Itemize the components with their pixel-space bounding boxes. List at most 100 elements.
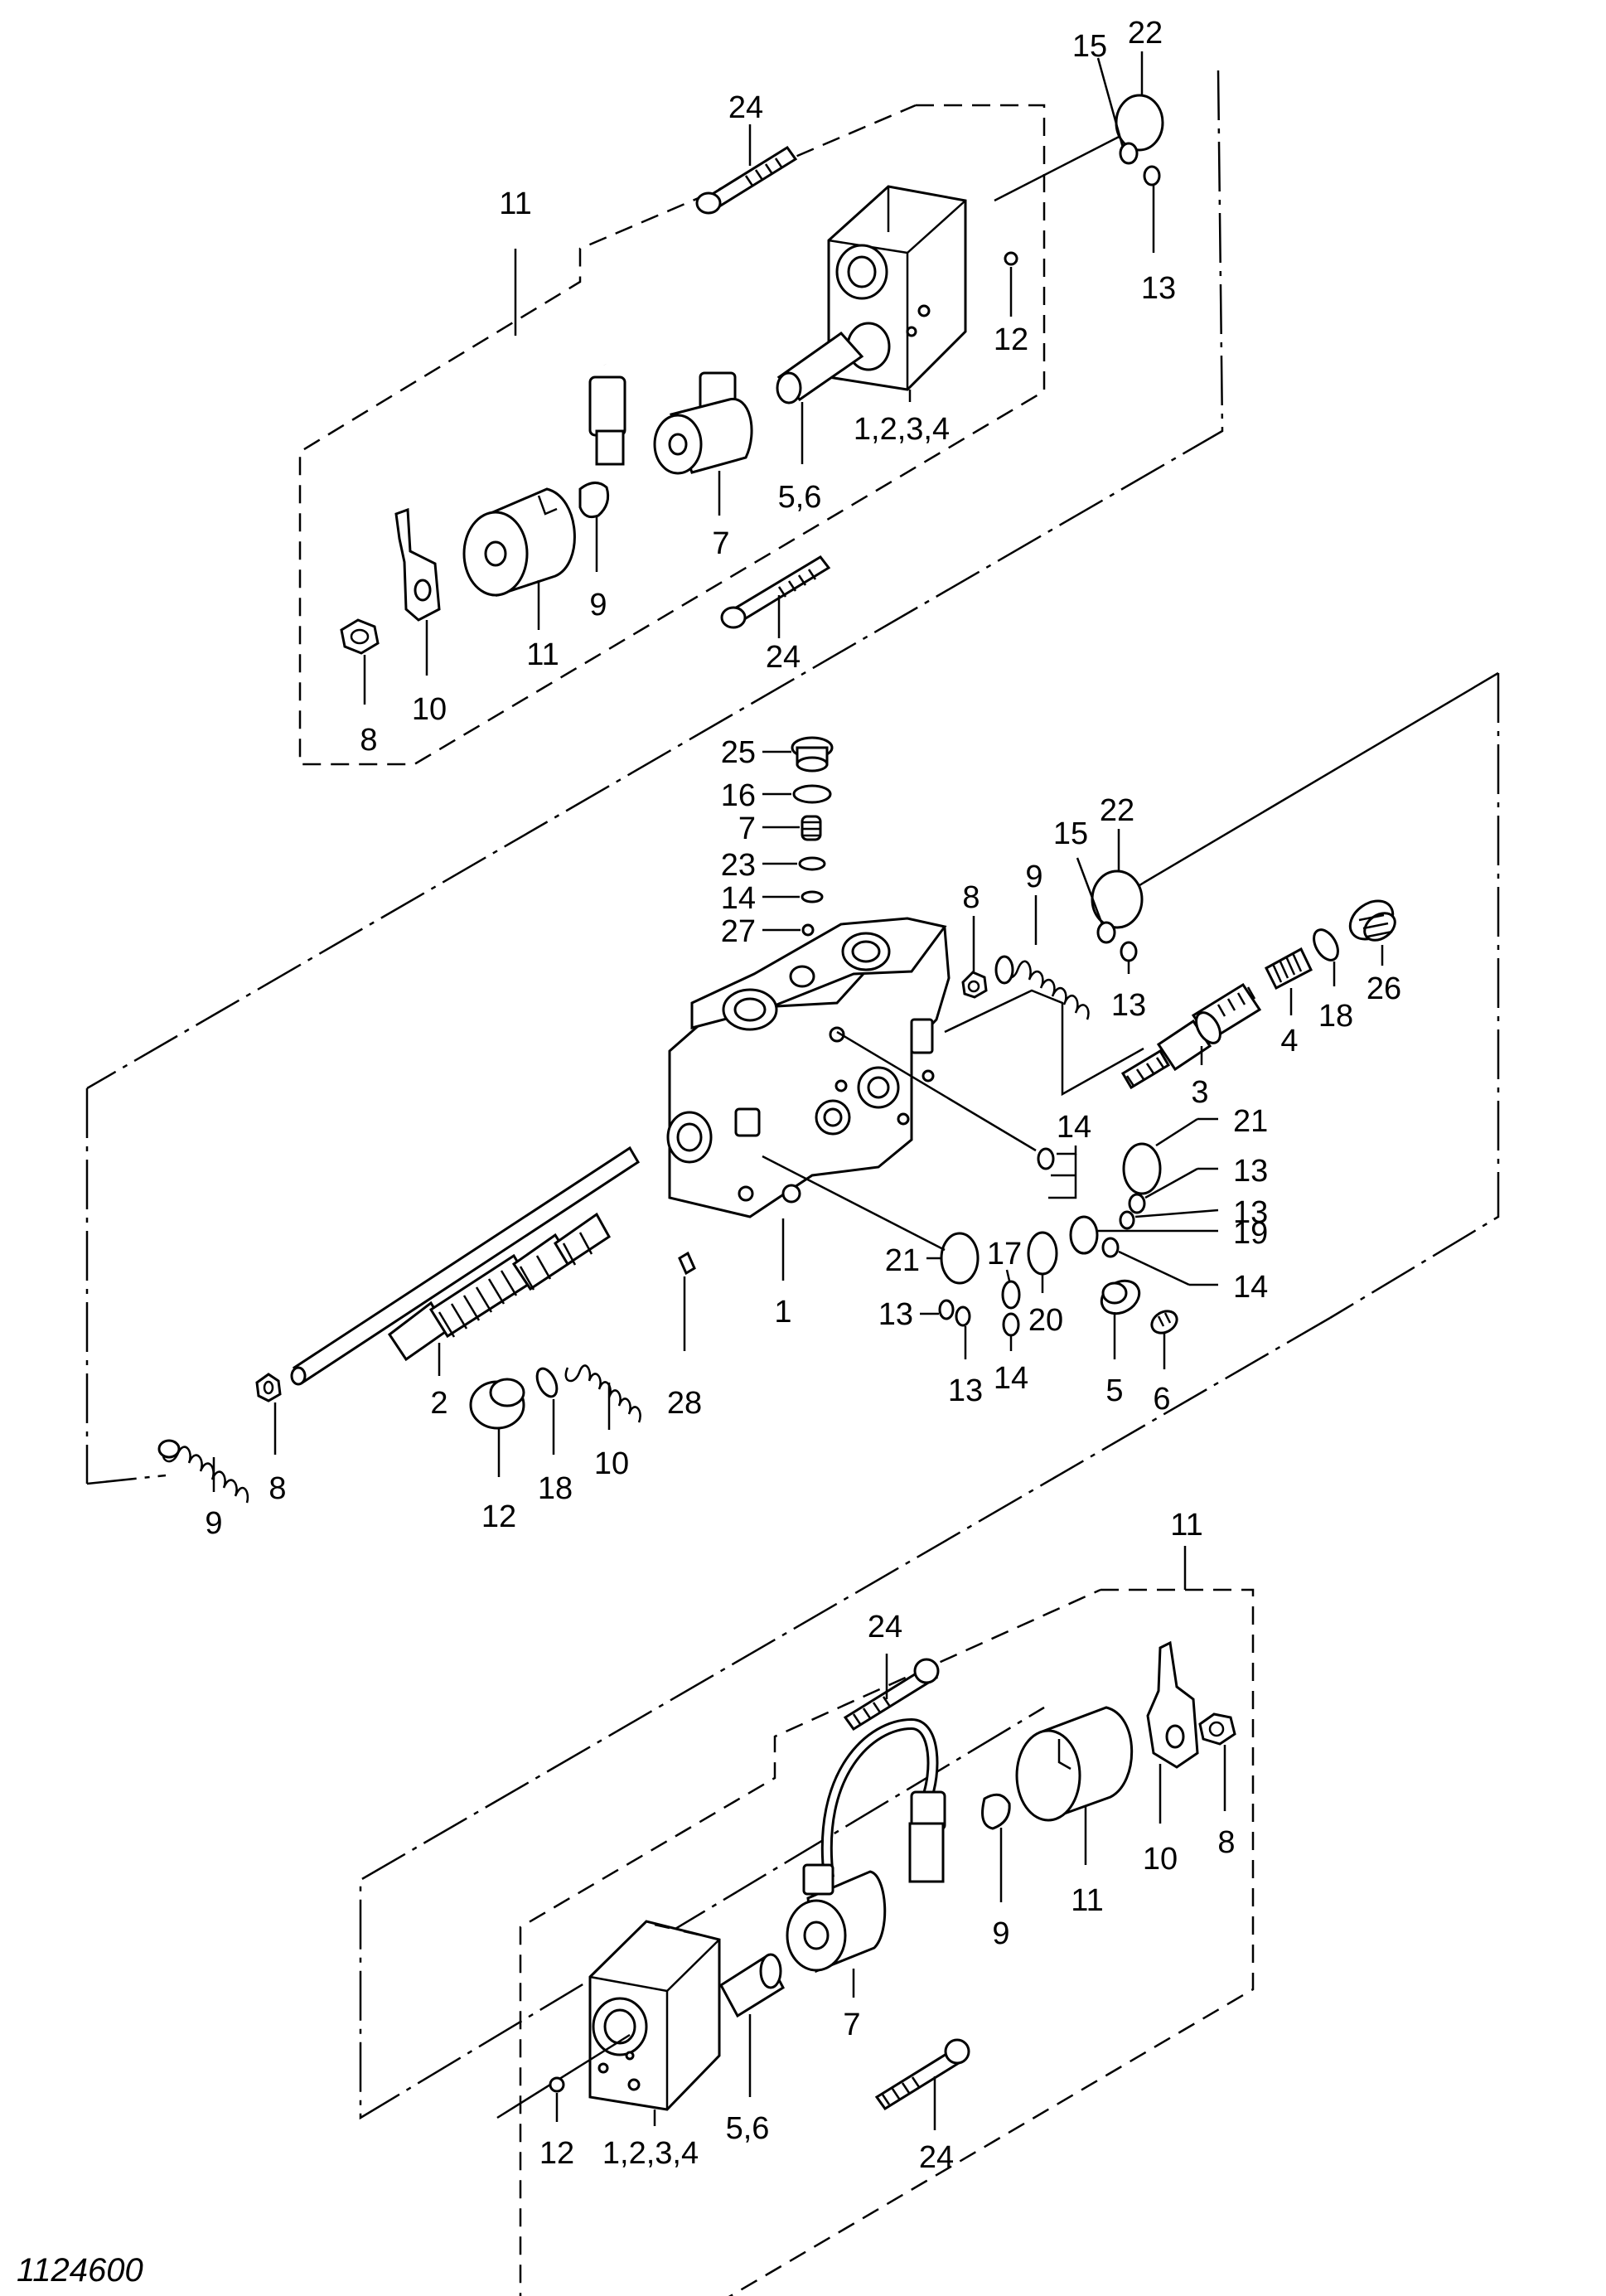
callout-spool-4: 4: [1280, 1024, 1298, 1058]
bolt-bottom-assembly-bottom: [874, 2038, 970, 2111]
valve-body-bottom: [588, 1920, 721, 2111]
ring-23: [798, 856, 826, 871]
callout-plug-12-top: 12: [994, 322, 1028, 357]
oring-14-b: [1101, 1237, 1120, 1258]
oring-18-right: [1313, 928, 1339, 962]
coil-bottom: [786, 1717, 946, 1974]
sleeve-bottom: [1015, 1706, 1134, 1822]
callout-seal-22-top: 22: [1128, 16, 1163, 51]
spool-2: [290, 1146, 641, 1386]
callout-group-bottom: 11: [1170, 1508, 1202, 1543]
callout-oring-21-b: 21: [885, 1243, 920, 1278]
fitting-6: [1150, 1310, 1178, 1334]
ball-27: [801, 923, 815, 937]
top-solenoid-assembly: 24 11 1,2,3,4 12 15 22: [86, 16, 1224, 1090]
plug-26: [1348, 899, 1396, 942]
oring-9-top: [578, 482, 610, 519]
callout-oring-13-c: 13: [878, 1297, 913, 1332]
spool-top: [776, 332, 864, 404]
sleeve-top: [462, 487, 576, 598]
callout-ring-23: 23: [721, 848, 756, 883]
oring-14-a: [1037, 1147, 1055, 1170]
oring-16: [792, 784, 832, 804]
callout-spring-9-left: 9: [205, 1506, 222, 1541]
spring-9-right: [994, 955, 1090, 1020]
callout-oring-13-top: 13: [1141, 271, 1176, 306]
callout-body-top: 1,2,3,4: [854, 412, 950, 447]
callout-ball-27: 27: [721, 914, 756, 949]
callout-seal-22-middle: 22: [1100, 793, 1134, 828]
seal-15-middle: [1096, 921, 1116, 944]
callout-spring-10: 10: [594, 1446, 629, 1481]
callout-nut-bottom: 8: [1217, 1825, 1235, 1860]
callout-plug-12-bottom: 12: [539, 2136, 574, 2171]
seal-22-top: [1115, 94, 1164, 152]
callout-body-1: 1: [774, 1295, 791, 1330]
spool-4: [1265, 947, 1313, 991]
callout-oring-13-b: 13: [1233, 1195, 1268, 1230]
callout-oring-20: 20: [1028, 1303, 1063, 1338]
callout-spool-top: 5,6: [778, 480, 822, 515]
spring-10: [564, 1364, 641, 1423]
oring-13-d: [955, 1305, 971, 1327]
callout-bolt-bottom-assembly-top: 24: [868, 1610, 902, 1644]
oring-21-a: [1122, 1142, 1162, 1195]
spring-9-left: [157, 1439, 249, 1504]
callout-oring-13-d: 13: [948, 1373, 983, 1408]
callout-oring-9-top: 9: [589, 588, 607, 622]
oring-13-top: [1143, 165, 1161, 186]
oring-21-b: [940, 1232, 980, 1285]
callout-fitting-6: 6: [1153, 1382, 1170, 1417]
callout-plug-26: 26: [1367, 971, 1401, 1006]
bottom-solenoid-assembly: 11 24 8 10 11: [496, 1508, 1255, 2296]
valve-body-middle: [666, 917, 951, 1218]
coil-top: [588, 265, 753, 475]
oring-20: [1027, 1231, 1058, 1276]
oring-13-a: [1128, 1193, 1146, 1214]
fitting-5: [1100, 1279, 1141, 1315]
callout-spring-9-right: 9: [1025, 860, 1042, 894]
oring-18-left: [535, 1367, 559, 1398]
callout-check-7: 7: [738, 811, 756, 846]
callout-spool-2: 2: [430, 1386, 447, 1421]
oring-13-middle-right: [1120, 941, 1138, 962]
callout-sleeve-top: 11: [526, 637, 559, 672]
oring-19: [1069, 1215, 1099, 1255]
bracket-bottom: [1146, 1640, 1199, 1769]
seal-15-top: [1119, 142, 1139, 165]
plug-12-bottom: [549, 2076, 565, 2093]
callout-oring-19: 19: [1233, 1216, 1268, 1251]
callout-seat-8-left: 8: [268, 1471, 286, 1506]
spool-3: [1120, 982, 1262, 1090]
nut-top: [340, 618, 380, 655]
oring-13-b: [1119, 1210, 1135, 1230]
callout-plug-12-middle: 12: [481, 1499, 516, 1534]
callout-seal-15-middle: 15: [1053, 816, 1088, 851]
callout-oring-14-top: 14: [721, 881, 756, 916]
valve-body-top: [827, 185, 967, 391]
callout-body-bottom: 1,2,3,4: [602, 2136, 699, 2171]
callout-pin-28: 28: [667, 1386, 702, 1421]
oring-14-top: [801, 890, 824, 903]
callout-bolt-bottom-top: 24: [766, 640, 801, 675]
callout-nut-top: 8: [360, 723, 377, 758]
oring-13-c: [938, 1299, 955, 1320]
callout-oring-17: 17: [987, 1237, 1022, 1272]
callout-oring-14-c: 14: [994, 1361, 1028, 1396]
plug-12-top: [1004, 251, 1018, 266]
callout-oring-14-a: 14: [1057, 1110, 1091, 1145]
bolt-bottom-top-group: [720, 555, 831, 629]
callout-oring-18-left: 18: [538, 1471, 573, 1506]
callout-seal-15-top: 15: [1072, 29, 1107, 64]
middle-chain-line: [1329, 673, 1500, 1320]
callout-oring-9-bottom: 9: [992, 1916, 1009, 1951]
top-group-outline: [298, 104, 1046, 766]
callout-bolt-top: 24: [728, 90, 763, 125]
callout-sleeve-bottom: 11: [1071, 1883, 1103, 1918]
plug-25: [791, 736, 834, 773]
callout-coil-bottom: 7: [843, 2008, 860, 2042]
callout-spool-3: 3: [1191, 1075, 1208, 1110]
callout-oring-14-b: 14: [1233, 1270, 1268, 1305]
oring-14-c: [1002, 1312, 1020, 1337]
